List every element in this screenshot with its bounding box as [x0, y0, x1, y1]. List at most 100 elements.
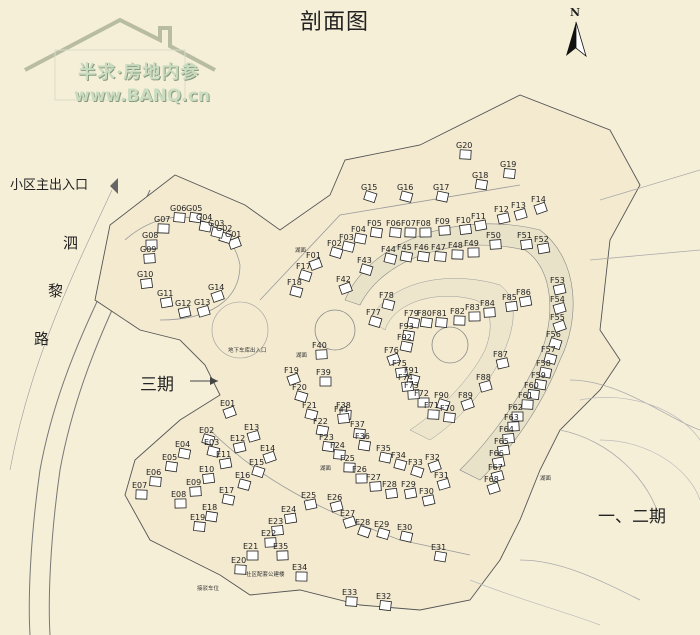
unit-label-e15: E15	[249, 458, 264, 467]
unit-label-f82: F82	[450, 307, 465, 316]
building-e33	[345, 596, 358, 607]
building-f35	[378, 451, 393, 464]
unit-label-g18: G18	[472, 171, 488, 180]
building-f49	[467, 247, 480, 258]
building-e28	[357, 525, 372, 539]
unit-label-f68: F68	[484, 475, 499, 484]
unit-label-g10: G10	[137, 270, 153, 279]
unit-label-g17: G17	[433, 183, 449, 192]
unit-label-f90: F90	[434, 391, 449, 400]
phase12-label: 一、二期	[598, 507, 666, 527]
unit-label-f32: F32	[425, 453, 440, 462]
unit-label-e22: E22	[261, 529, 276, 538]
unit-label-e33: E33	[342, 588, 357, 597]
unit-label-f50: F50	[486, 231, 501, 240]
unit-label-f59: F59	[531, 371, 546, 380]
unit-label-e13: E13	[244, 423, 259, 432]
building-f07	[404, 227, 417, 238]
unit-label-e28: E28	[355, 518, 370, 527]
building-g06	[173, 212, 186, 223]
building-f92	[399, 340, 414, 353]
building-f88	[478, 380, 493, 393]
unit-label-f73: F73	[404, 381, 419, 390]
building-f76	[386, 352, 401, 366]
building-f59	[533, 378, 548, 391]
building-f10	[459, 223, 473, 236]
unit-label-e18: E18	[202, 503, 217, 512]
building-f13	[513, 208, 528, 221]
unit-label-f79: F79	[404, 309, 419, 318]
unit-label-f67: F67	[488, 463, 503, 472]
building-f30	[421, 494, 436, 507]
unit-label-f07: F07	[401, 219, 416, 228]
building-f37	[353, 428, 366, 440]
building-f71	[427, 409, 440, 420]
building-e20	[234, 564, 247, 575]
building-e04	[177, 447, 192, 460]
building-g12	[177, 306, 192, 319]
building-e06	[149, 476, 162, 487]
building-f65	[496, 444, 511, 457]
building-f34	[393, 458, 408, 471]
lake-label-2: 湖面	[296, 351, 308, 359]
unit-label-f29: F29	[401, 480, 416, 489]
building-f31	[436, 478, 451, 491]
unit-label-f52: F52	[534, 235, 549, 244]
unit-label-f02: F02	[327, 239, 342, 248]
map-title: 剖面图	[300, 10, 370, 35]
building-e02	[201, 433, 216, 447]
building-f75	[394, 366, 409, 379]
unit-label-f31: F31	[434, 471, 449, 480]
building-g03	[210, 226, 225, 239]
unit-label-e01: E01	[220, 399, 235, 408]
logo-text: 半求·房地内参	[78, 62, 200, 83]
building-e19	[193, 521, 206, 533]
unit-label-f49: F49	[464, 239, 479, 248]
unit-label-f17: F17	[296, 262, 311, 271]
unit-label-f06: F06	[386, 219, 401, 228]
unit-label-f24: F24	[330, 441, 345, 450]
building-f53	[552, 283, 567, 296]
unit-label-f13: F13	[511, 201, 526, 210]
unit-label-f28: F28	[382, 480, 397, 489]
building-f93	[401, 329, 416, 342]
building-f56	[548, 337, 563, 351]
building-g15	[363, 190, 378, 204]
unit-label-g03: G03	[208, 219, 224, 228]
building-f47	[434, 251, 447, 262]
unit-label-f38: F38	[336, 401, 351, 410]
unit-label-e03: E03	[204, 438, 219, 447]
unit-label-f66: F66	[489, 449, 504, 458]
unit-label-e23: E23	[268, 517, 283, 526]
building-f45	[399, 250, 414, 263]
building-f77	[368, 315, 383, 329]
building-f41	[337, 412, 350, 424]
unit-label-f35: F35	[376, 444, 391, 453]
unit-label-f51: F51	[517, 231, 532, 240]
building-f51	[520, 238, 534, 251]
unit-label-g14: G14	[208, 283, 224, 292]
unit-label-f25: F25	[340, 454, 355, 463]
compass-label: N	[570, 6, 581, 19]
building-f54	[552, 302, 567, 315]
east-lake-label: 湖面	[540, 474, 552, 482]
building-f08	[419, 227, 432, 238]
building-f01	[308, 257, 323, 271]
building-f86	[518, 295, 533, 308]
unit-label-f33: F33	[408, 458, 423, 467]
unit-label-f75: F75	[392, 359, 407, 368]
building-f63	[507, 421, 520, 432]
entrance-arrow-icon	[110, 178, 118, 194]
unit-label-g07: G07	[154, 215, 170, 224]
club-label: 社区配套公建楼	[246, 570, 285, 578]
building-f32	[427, 459, 442, 473]
building-e32	[378, 599, 392, 612]
building-f58	[538, 366, 553, 379]
unit-label-f86: F86	[516, 288, 531, 297]
building-f66	[491, 456, 506, 469]
lake-label-1: 湖面	[295, 246, 307, 254]
unit-label-e09: E09	[186, 478, 201, 487]
building-f82	[453, 315, 466, 326]
unit-label-e04: E04	[175, 440, 190, 449]
unit-label-f88: F88	[476, 373, 491, 382]
